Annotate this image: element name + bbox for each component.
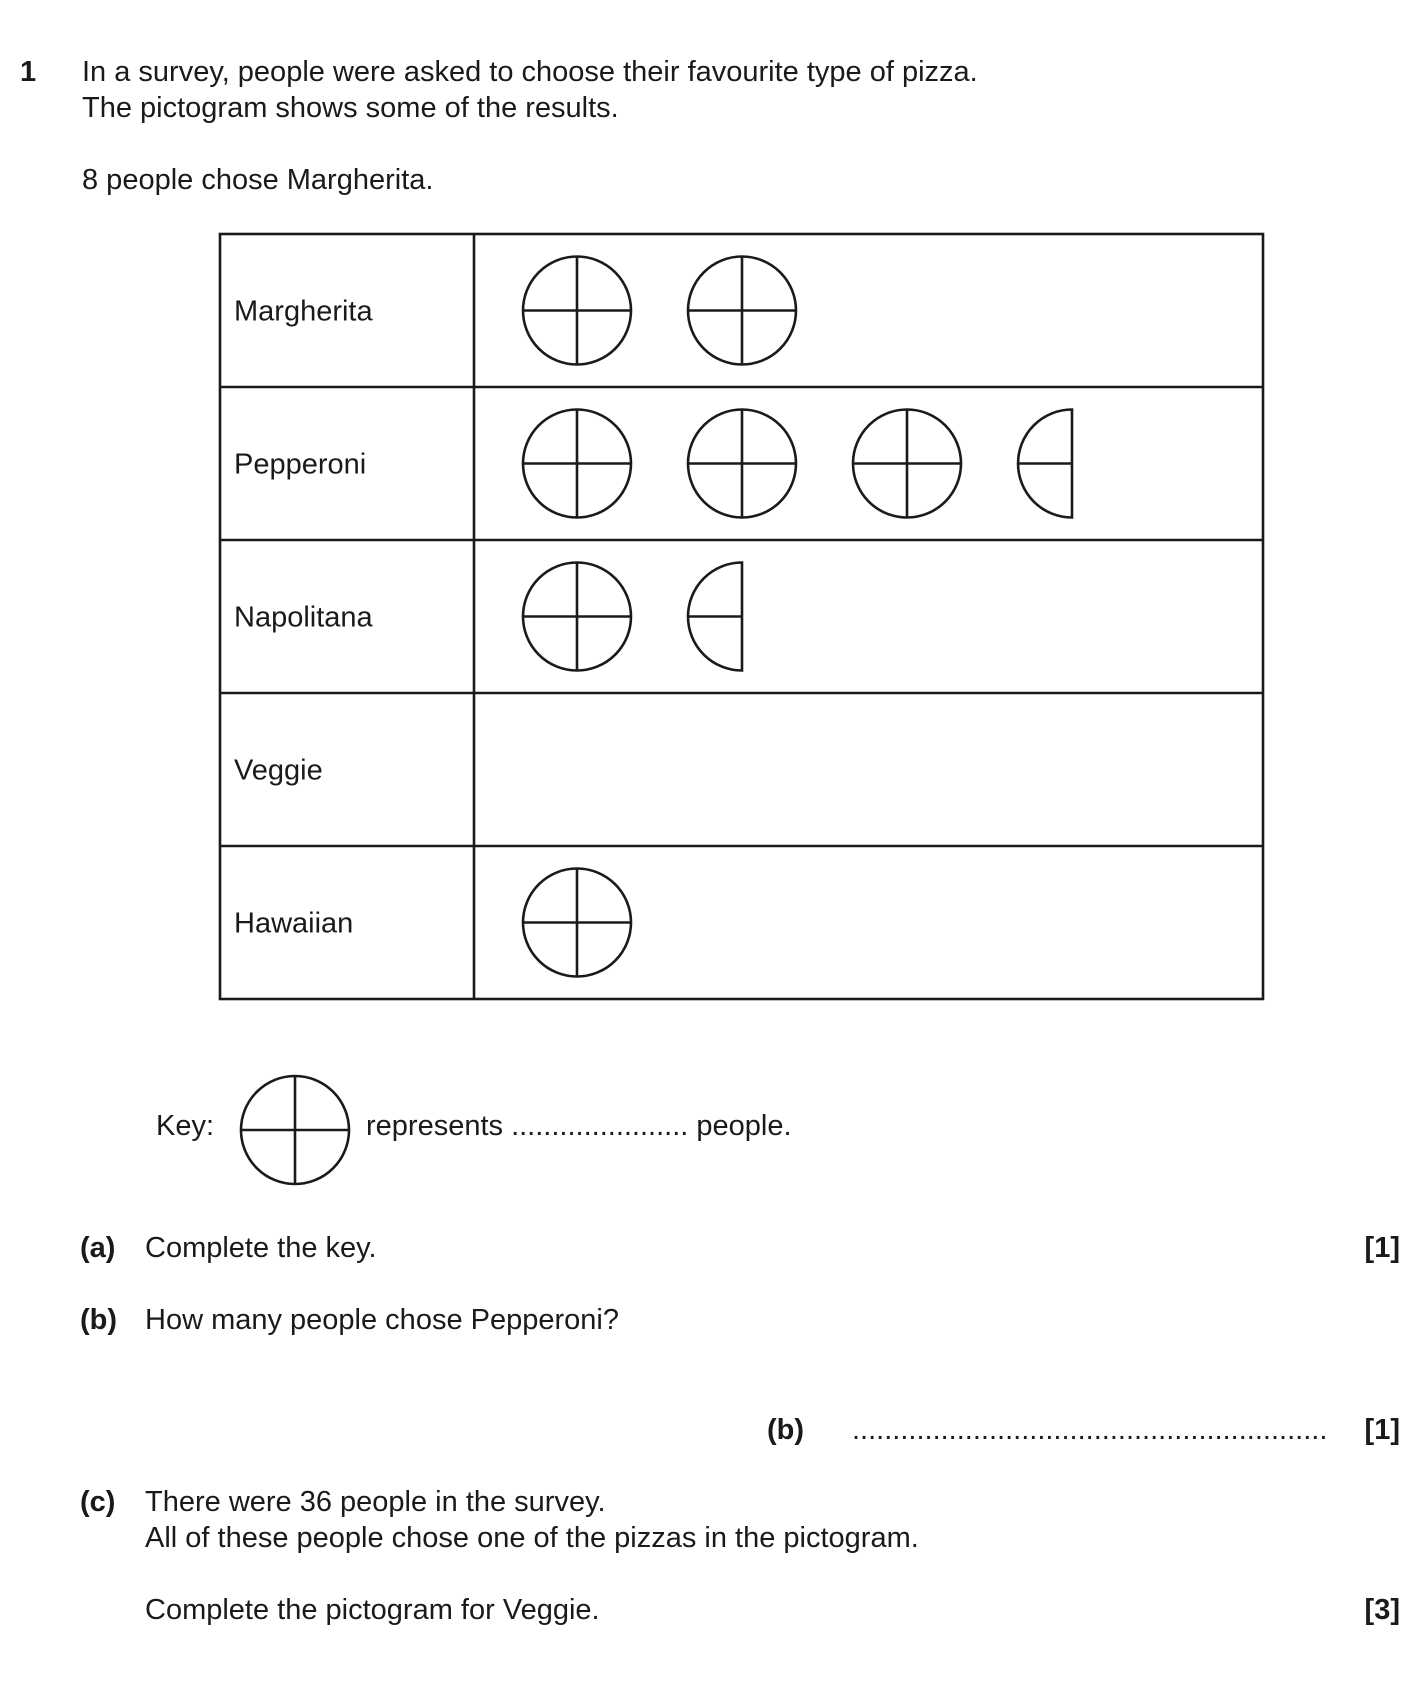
part-b-marks: [1] [1364,1414,1400,1446]
part-b-text: How many people chose Pepperoni? [145,1304,619,1336]
part-b-answer-label: (b) [767,1414,805,1446]
row-label: Margherita [234,296,373,328]
row-label: Pepperoni [234,449,366,481]
pizza-icon [521,255,633,366]
pizza-icon [521,408,633,519]
intro-line-2: The pictogram shows some of the results. [82,92,619,124]
row-label: Napolitana [234,602,374,634]
part-c-label: (c) [80,1486,116,1518]
question-number: 1 [20,56,37,88]
key-label: Key: [156,1110,215,1142]
pizza-icon [521,867,633,978]
part-c-instruction: Complete the pictogram for Veggie. [145,1594,600,1626]
part-b-answer-line[interactable]: ........................................… [852,1414,1328,1446]
part-c-line-1: There were 36 people in the survey. [145,1486,606,1518]
row-label: Veggie [234,755,323,787]
given-fact: 8 people chose Margherita. [82,164,434,196]
part-c-marks: [3] [1364,1594,1400,1626]
key-text: represents ...................... people… [366,1110,792,1142]
key-pizza-icon [239,1074,351,1186]
intro-line-1: In a survey, people were asked to choose… [82,56,978,88]
pizza-icon [686,408,798,519]
pizza-icon [851,408,963,519]
part-b-label: (b) [80,1304,118,1336]
pizza-icon [686,255,798,366]
part-a-marks: [1] [1364,1232,1400,1264]
part-c-line-2: All of these people chose one of the piz… [145,1522,919,1554]
row-label: Hawaiian [234,908,353,940]
pizza-icon [521,561,633,672]
part-a-text: Complete the key. [145,1232,377,1264]
half-pizza-icon [686,561,744,672]
table-border [218,232,1265,1001]
half-pizza-icon [1016,408,1074,519]
part-a-label: (a) [80,1232,116,1264]
